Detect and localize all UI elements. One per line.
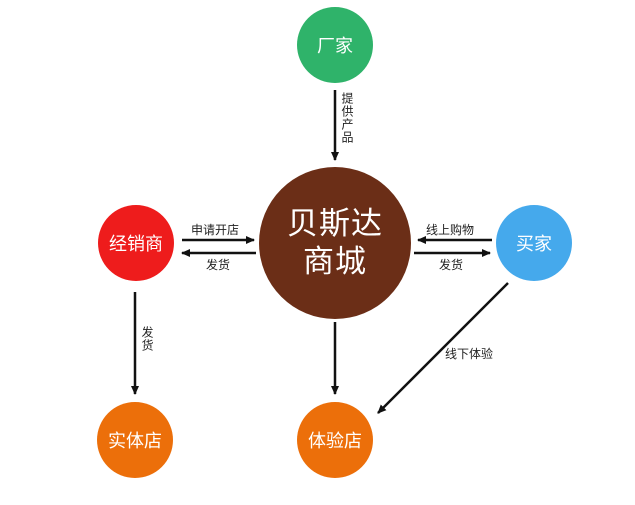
arrow-buyer-to-showroom [377,282,509,414]
label-ship-to-dealer: 发货 [206,258,231,272]
node-experience-store: 体验店 [297,402,373,478]
node-dealer: 经销商 [98,205,174,281]
node-physical-store: 实体店 [97,402,173,478]
label-ship-to-store: 发货 [140,326,154,352]
label-offline-experience: 线下体验 [445,347,494,361]
label-provide-products: 提供产品 [340,92,354,144]
label-online-shopping: 线上购物 [426,223,475,237]
node-factory: 厂家 [297,7,373,83]
label-apply-open-store: 申请开店 [191,223,240,237]
node-mall-center: 贝斯达 商城 [259,167,411,319]
label-ship-to-buyer: 发货 [439,258,464,272]
node-buyer: 买家 [496,205,572,281]
